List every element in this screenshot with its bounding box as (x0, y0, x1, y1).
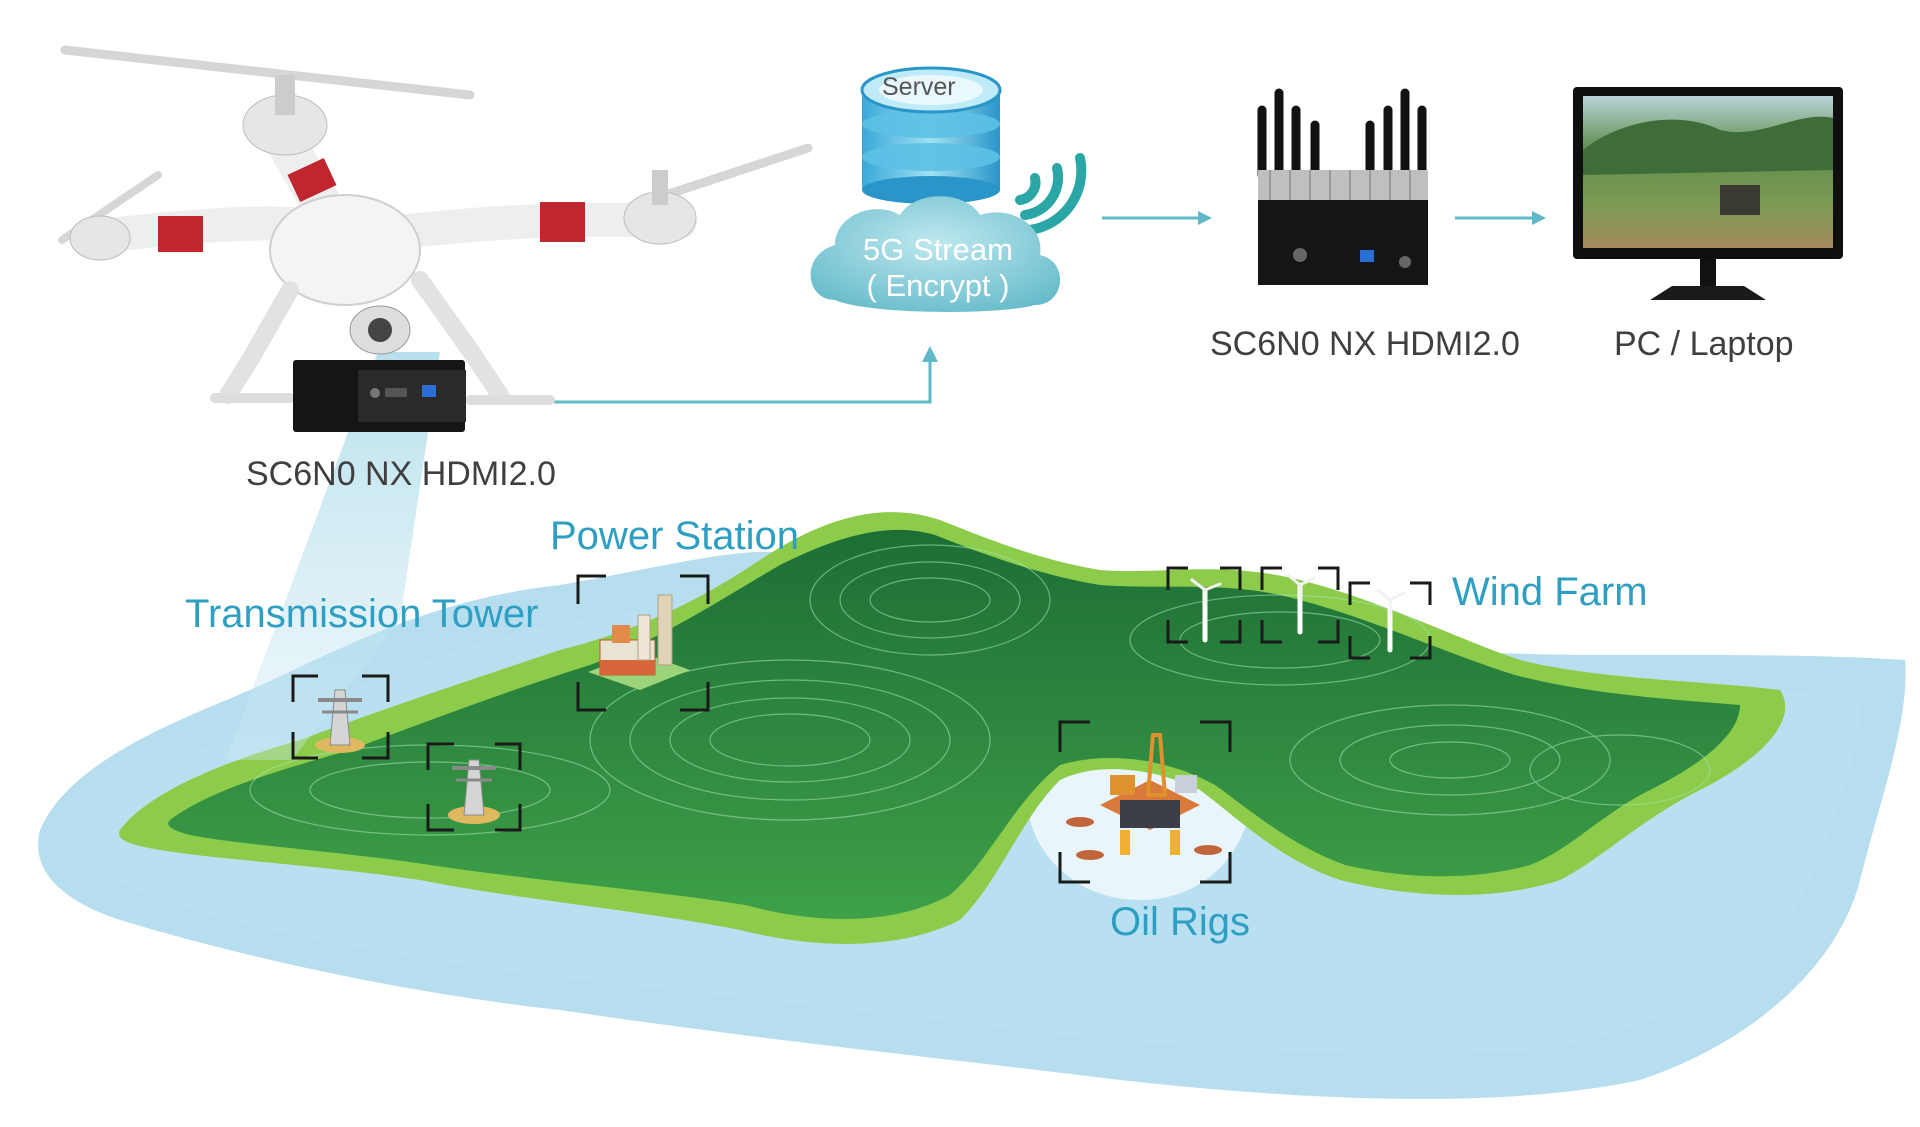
arrow-head-right-2 (1532, 211, 1546, 225)
oil-rigs-label: Oil Rigs (1110, 900, 1251, 944)
wind-turbine-icons (1166, 566, 1432, 660)
cloud-line-1: 5G Stream (863, 232, 1013, 267)
arrow-head-right-1 (1198, 211, 1212, 225)
cloud-line-2: ( Encrypt ) (866, 268, 1010, 303)
oil-rig-icon (1058, 720, 1232, 884)
transmission-tower-icon-2 (426, 742, 522, 832)
camera-beam (226, 352, 440, 760)
transmission-tower-icon (291, 674, 390, 760)
receiver-router-icon (1257, 88, 1428, 285)
monitor-icon (1573, 87, 1843, 300)
flow-arrows (545, 211, 1546, 404)
cloud-icon (810, 196, 1061, 312)
power-station-label: Power Station (550, 514, 800, 558)
pc-label: PC / Laptop (1614, 325, 1794, 363)
arrow-head-up (922, 346, 938, 362)
power-station-icon (576, 574, 710, 712)
arrow-drone-to-cloud (545, 358, 932, 404)
wind-farm-label: Wind Farm (1452, 570, 1648, 614)
drone-icon (58, 45, 813, 405)
drone-device-label: SC6N0 NX HDMI2.0 (246, 455, 556, 493)
server-icon (860, 66, 1002, 204)
server-label: Server (882, 73, 956, 101)
transmission-tower-label: Transmission Tower (185, 592, 539, 636)
drone-encoder-box (293, 360, 466, 432)
island-land (119, 512, 1786, 944)
receiver-device-label: SC6N0 NX HDMI2.0 (1210, 325, 1520, 363)
wireless-signal-icon (1015, 153, 1087, 235)
